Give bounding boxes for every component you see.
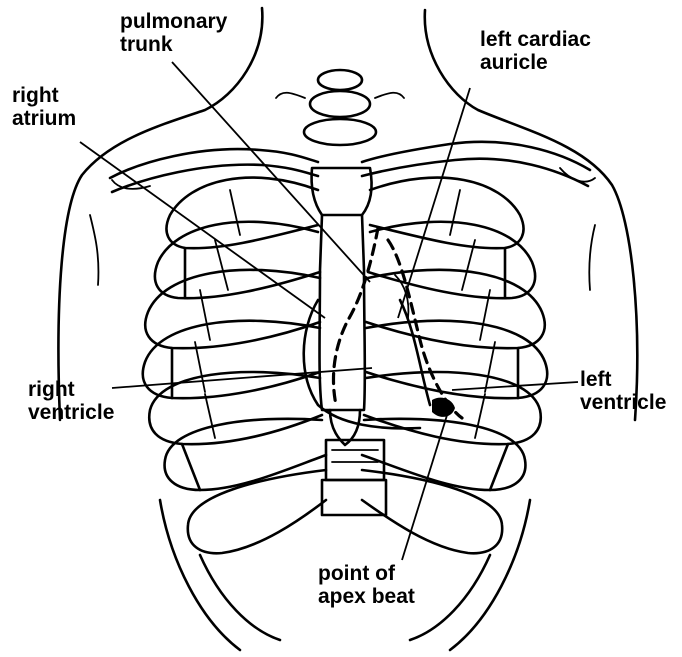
label-pulmonary-trunk: pulmonary trunk — [120, 10, 227, 56]
sternum — [312, 168, 386, 515]
label-line: auricle — [480, 51, 591, 74]
label-line: apex beat — [318, 585, 415, 608]
label-line: point of — [318, 562, 415, 585]
label-apex-beat: point of apex beat — [318, 562, 415, 608]
label-line: atrium — [12, 107, 76, 130]
label-line: ventricle — [28, 401, 114, 424]
leader-left-cardiac-auricle — [398, 88, 470, 318]
label-line: right — [28, 378, 114, 401]
leader-lines — [80, 62, 578, 560]
label-line: right — [12, 84, 76, 107]
label-line: ventricle — [580, 391, 666, 414]
label-right-ventricle: right ventricle — [28, 378, 114, 424]
label-line: left — [580, 368, 666, 391]
label-line: pulmonary — [120, 10, 227, 33]
label-line: left cardiac — [480, 28, 591, 51]
cervical-vertebrae — [276, 70, 404, 145]
label-right-atrium: right atrium — [12, 84, 76, 130]
label-left-ventricle: left ventricle — [580, 368, 666, 414]
label-left-cardiac-auricle: left cardiac auricle — [480, 28, 591, 74]
label-line: trunk — [120, 33, 227, 56]
ribs-right-side — [143, 178, 326, 650]
